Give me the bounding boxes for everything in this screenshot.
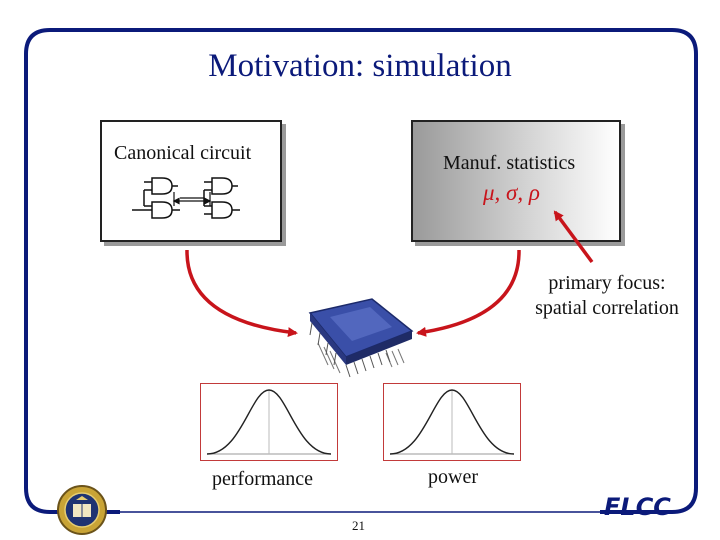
brand-logo-text: FLCC <box>604 493 671 521</box>
canonical-circuit-box: Canonical circuit <box>100 120 282 242</box>
slide-title: Motivation: simulation <box>208 48 512 84</box>
gaussian-curve <box>389 389 515 455</box>
annotation-line1: primary focus: <box>548 272 666 294</box>
power-caption: power <box>428 466 478 488</box>
annotation-text: primary focus: spatial correlation <box>522 271 692 321</box>
arrow-annotation-to-rho <box>553 210 594 264</box>
annotation-line2: spatial correlation <box>535 297 679 319</box>
canonical-circuit-label: Canonical circuit <box>114 142 252 164</box>
gaussian-curve <box>206 389 332 455</box>
logic-gates-diagram <box>132 177 240 219</box>
arrow-circuit-to-chip <box>185 249 298 338</box>
manufacturing-statistics-box: Manuf. statistics μ, σ, ρ <box>411 120 621 242</box>
manufacturing-statistics-label: Manuf. statistics <box>443 152 576 174</box>
arrow-statistics-to-chip <box>416 249 521 337</box>
performance-distribution-plot <box>200 383 338 461</box>
statistical-parameters: μ, σ, ρ <box>483 180 540 205</box>
performance-caption: performance <box>212 468 314 490</box>
university-seal-icon <box>57 485 107 535</box>
power-distribution-plot <box>383 383 521 461</box>
page-number: 21 <box>352 518 365 533</box>
chip-image <box>308 298 414 378</box>
